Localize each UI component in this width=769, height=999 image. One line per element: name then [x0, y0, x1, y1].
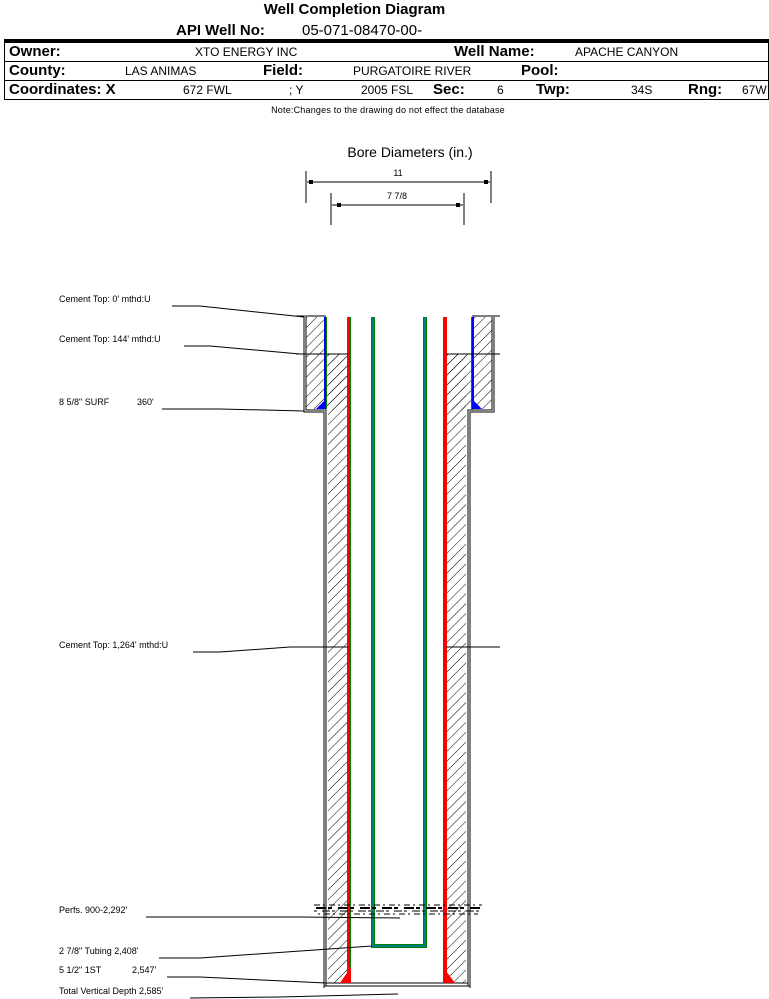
production-casing-label: 5 1/2" 1ST [59, 965, 102, 975]
sec-label: Sec: [433, 81, 465, 98]
owner-label: Owner: [9, 43, 61, 60]
cement-top-1264-label: Cement Top: 1,264' mthd:U [59, 640, 168, 650]
field-label: Field: [263, 62, 303, 79]
tubing-label: 2 7/8" Tubing 2,408' [59, 946, 139, 956]
coordinates-row: Coordinates: X 672 FWL ; Y 2005 FSL Sec:… [5, 81, 768, 100]
cement-surface-annulus [306, 317, 492, 409]
inner-diameter-label: 7 7/8 [387, 191, 407, 201]
arrow-left-icon [309, 180, 313, 184]
surface-casing-shoe-right [472, 399, 482, 409]
leader-lines [146, 305, 401, 999]
well-name-label: Well Name: [454, 43, 535, 60]
well-name-value: APACHE CANYON [575, 45, 679, 59]
arrow-right-icon [484, 180, 488, 184]
coordinates-label: Coordinates: X [9, 81, 116, 98]
production-casing-depth: 2,547' [132, 965, 157, 975]
surface-casing-depth: 360' [137, 397, 154, 407]
county-value: LAS ANIMAS [125, 64, 197, 78]
perforations [314, 904, 482, 915]
sec-value: 6 [497, 83, 504, 97]
disclaimer-note: Note:Changes to the drawing do not effec… [271, 105, 505, 115]
outer-diameter-label: 11 [393, 168, 402, 178]
twp-value: 34S [631, 83, 653, 97]
total-depth-label: Total Vertical Depth 2,585' [59, 986, 164, 996]
cement-top-markers [296, 315, 500, 648]
diagram-title: Well Completion Diagram [263, 1, 446, 18]
api-row: API Well No: 05-071-08470-00- [4, 22, 769, 41]
surface-hole-outline [303, 317, 495, 988]
y-value: 2005 FSL [361, 83, 414, 97]
county-row: County: LAS ANIMAS Field: PURGATOIRE RIV… [5, 62, 768, 81]
cement-production-annulus [326, 354, 474, 983]
owner-row: Owner: XTO ENERGY INC Well Name: APACHE … [5, 43, 768, 62]
outer-diameter-dimension: 11 [305, 168, 492, 203]
y-label: ; Y [289, 83, 304, 97]
production-casing-shoe-right [443, 967, 455, 983]
rng-label: Rng: [688, 81, 723, 98]
cement-top-0-label: Cement Top: 0' mthd:U [59, 294, 151, 304]
arrow-right-icon [456, 203, 460, 207]
pool-label: Pool: [521, 62, 559, 79]
surface-casing [316, 317, 482, 409]
county-label: County: [9, 62, 66, 79]
rng-value: 67W [742, 83, 767, 97]
api-label: API Well No: [176, 22, 265, 39]
production-casing [340, 317, 455, 983]
owner-value: XTO ENERGY INC [195, 45, 298, 59]
twp-label: Twp: [536, 81, 570, 98]
tubing-string [371, 317, 427, 948]
cement-top-144-label: Cement Top: 144' mthd:U [59, 334, 161, 344]
well-header-table: API Well No: 05-071-08470-00- Owner: XTO… [4, 22, 769, 100]
field-value: PURGATOIRE RIVER [353, 64, 472, 78]
perforations-label: Perfs. 900-2,292' [59, 905, 128, 915]
bore-diameters-title: Bore Diameters (in.) [347, 144, 472, 160]
inner-diameter-dimension: 7 7/8 [330, 191, 465, 225]
surface-casing-label: 8 5/8" SURF [59, 397, 110, 407]
production-casing-shoe-left [340, 967, 351, 983]
header-box: Owner: XTO ENERGY INC Well Name: APACHE … [4, 41, 769, 100]
arrow-left-icon [337, 203, 341, 207]
surface-casing-shoe-left [316, 399, 326, 409]
x-value: 672 FWL [183, 83, 232, 97]
api-value: 05-071-08470-00- [302, 22, 423, 39]
